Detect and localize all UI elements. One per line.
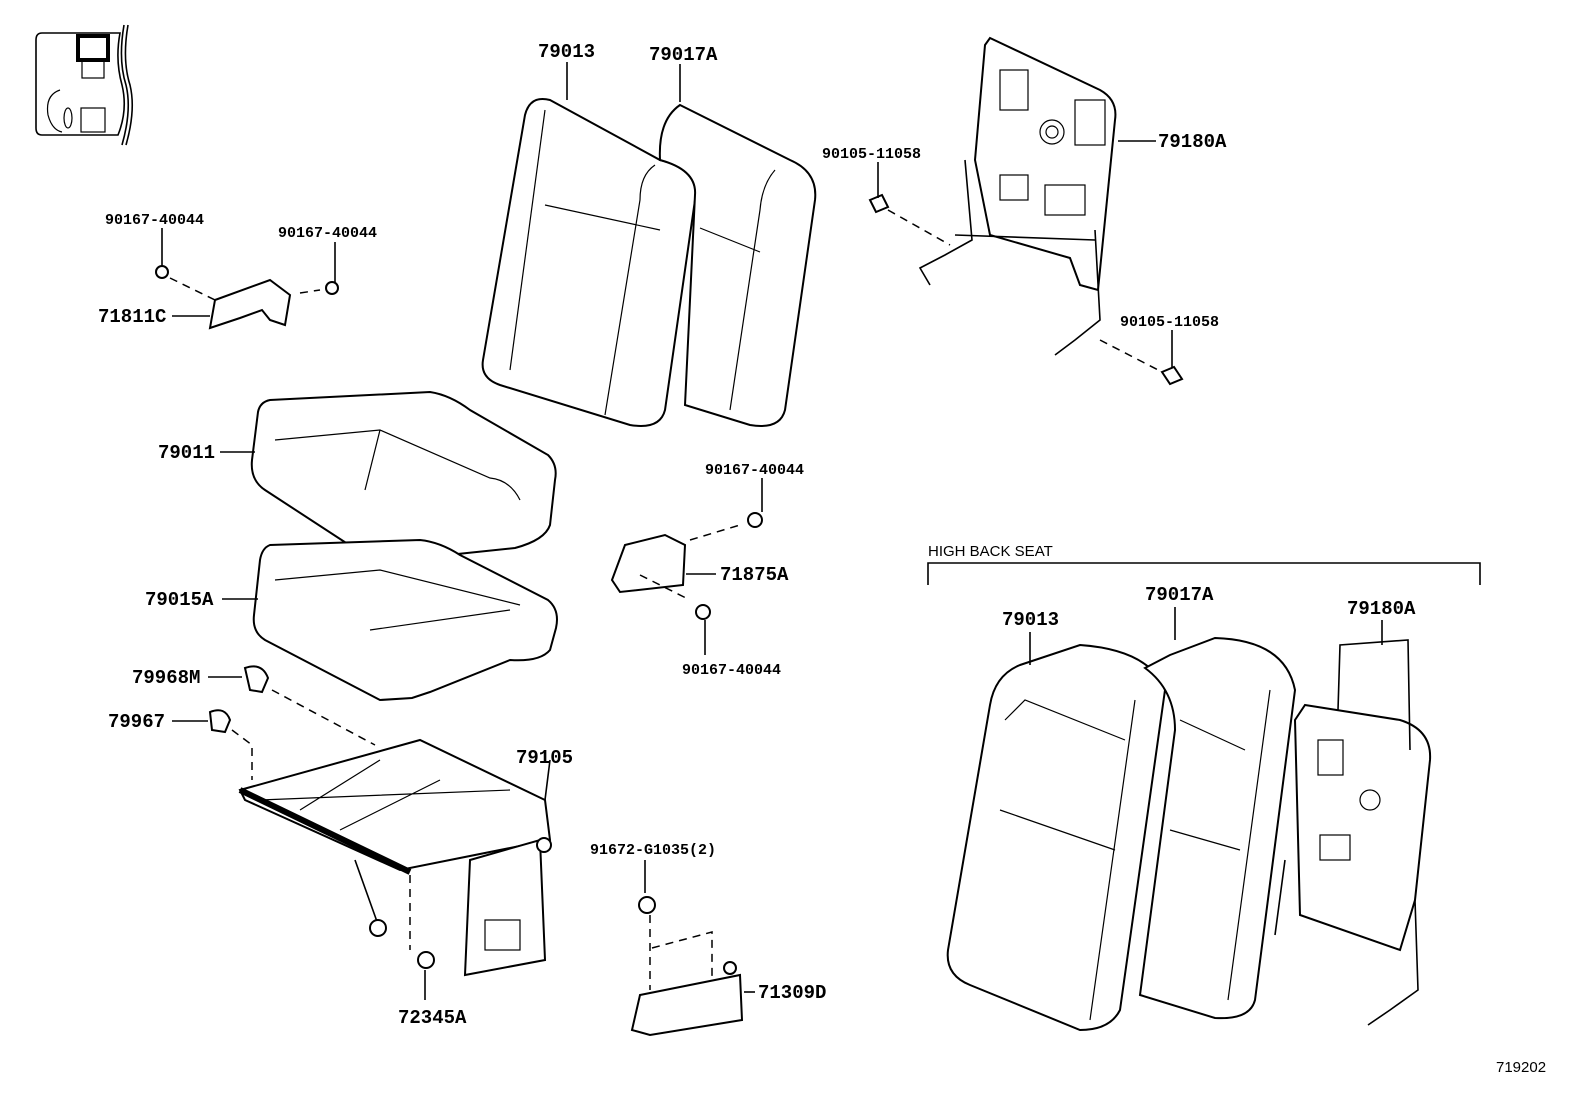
cover-71309d bbox=[630, 860, 755, 1037]
label-71309d: 71309D bbox=[758, 982, 826, 1004]
label-79105: 79105 bbox=[516, 747, 573, 769]
label-90105-11058-right: 90105-11058 bbox=[1120, 314, 1219, 331]
label-90105-11058-top: 90105-11058 bbox=[822, 146, 921, 163]
label-high-back-79180a: 79180A bbox=[1347, 598, 1416, 620]
label-79017a: 79017A bbox=[649, 44, 718, 66]
label-90167-40044-a: 90167-40044 bbox=[105, 212, 204, 229]
clip-79968m bbox=[208, 665, 376, 746]
seat-cushion-cover-79011 bbox=[220, 390, 557, 562]
seatback-frame-79180a bbox=[918, 36, 1117, 356]
label-71811c: 71811C bbox=[98, 306, 166, 328]
label-79180a: 79180A bbox=[1158, 131, 1227, 153]
label-79967: 79967 bbox=[108, 711, 165, 733]
cushion-frame-79105 bbox=[238, 738, 552, 1000]
figure-number: 719202 bbox=[1496, 1059, 1546, 1076]
bolt-90105-top bbox=[868, 162, 951, 246]
label-79013: 79013 bbox=[538, 41, 595, 63]
bolt-90105-right bbox=[1099, 330, 1184, 386]
label-high-back-79013: 79013 bbox=[1002, 609, 1059, 631]
high-back-cover-79013 bbox=[946, 632, 1167, 1032]
label-79968m: 79968M bbox=[132, 667, 200, 689]
label-90167-40044-b: 90167-40044 bbox=[278, 225, 377, 242]
cover-71811c bbox=[155, 228, 339, 330]
clip-79967 bbox=[172, 709, 253, 780]
label-79015a: 79015A bbox=[145, 589, 214, 611]
label-90167-40044-d: 90167-40044 bbox=[682, 662, 781, 679]
label-high-back-79017a: 79017A bbox=[1145, 584, 1214, 606]
high-back-frame-79180a bbox=[1274, 620, 1432, 1026]
label-91672-g1035: 91672-G1035(2) bbox=[590, 842, 716, 859]
seatback-cover-79013 bbox=[481, 98, 697, 427]
high-back-seat-bracket bbox=[927, 562, 1481, 585]
locator-inset bbox=[35, 24, 134, 146]
seat-cushion-pad-79015a bbox=[222, 538, 558, 702]
seatback-pad-79017a bbox=[658, 103, 817, 427]
label-72345a: 72345A bbox=[398, 1007, 467, 1029]
label-90167-40044-c: 90167-40044 bbox=[705, 462, 804, 479]
label-71875a: 71875A bbox=[720, 564, 789, 586]
cover-71875a bbox=[610, 478, 763, 655]
section-title-high-back-seat: HIGH BACK SEAT bbox=[928, 543, 1053, 560]
high-back-pad-79017a bbox=[1138, 607, 1297, 1020]
label-79011: 79011 bbox=[158, 442, 215, 464]
